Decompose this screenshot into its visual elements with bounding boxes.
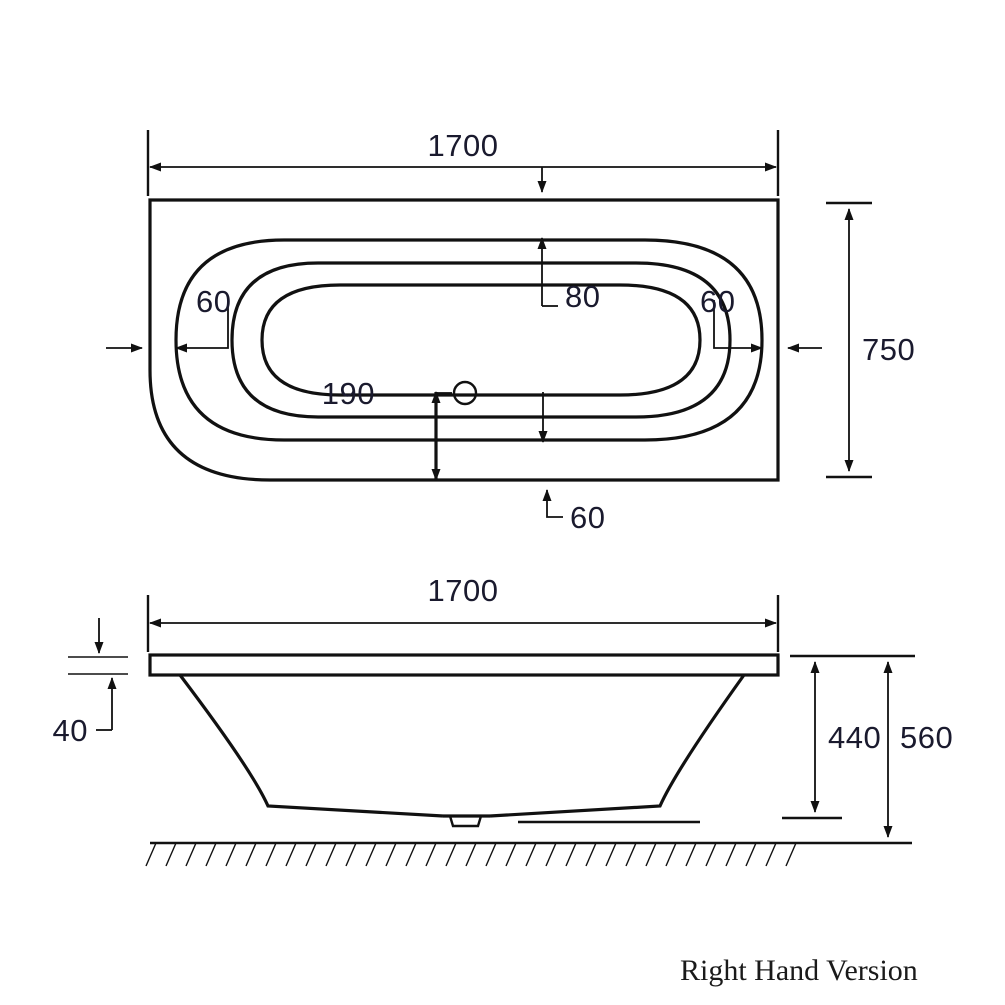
plan-right-rim-label: 60 <box>700 284 735 319</box>
elevation-internal-depth-dimension: 440 <box>810 661 881 813</box>
plan-length-extension-lines <box>146 130 780 196</box>
plan-waste-label: 190 <box>322 376 375 411</box>
elevation-rim-bar <box>148 653 780 677</box>
elevation-rim-thickness-label: 40 <box>53 713 88 748</box>
elevation-overall-height-dimension: 560 <box>883 661 953 838</box>
elevation-left-wall <box>178 674 444 818</box>
elevation-overall-height-label: 560 <box>900 720 953 755</box>
plan-rim-outer-contour <box>174 238 764 442</box>
elevation-right-wall <box>489 674 746 818</box>
plan-outer-outline <box>148 198 780 482</box>
plan-width-dimension: 750 <box>826 201 915 479</box>
plan-bottom-rim-label: 60 <box>570 500 605 535</box>
elevation-internal-depth-label: 440 <box>828 720 881 755</box>
elevation-waste-nub <box>448 815 483 828</box>
plan-top-rim-label: 80 <box>565 279 600 314</box>
plan-waste-callout: 190 <box>322 376 478 481</box>
plan-top-rim-callout: 80 <box>537 237 600 314</box>
ground-hatching <box>145 842 797 867</box>
plan-length-label: 1700 <box>428 128 499 163</box>
elevation-height-extension-lines <box>782 654 915 845</box>
plan-width-label: 750 <box>862 332 915 367</box>
elevation-rim-thickness-dimension: 40 <box>53 618 128 748</box>
plan-bottom-rim-callout: 60 <box>542 489 605 535</box>
plan-left-rim-callout: 60 <box>175 284 231 353</box>
plan-bowl-contour <box>260 283 702 397</box>
plan-right-rim-callout: 60 <box>700 284 763 353</box>
plan-left-rim-label: 60 <box>196 284 231 319</box>
plan-rim-middle-contour <box>230 261 732 419</box>
elevation-length-extension-lines <box>146 595 780 652</box>
elevation-length-label: 1700 <box>428 573 499 608</box>
version-caption: Right Hand Version <box>680 954 918 987</box>
waste-outlet-icon <box>452 380 478 406</box>
